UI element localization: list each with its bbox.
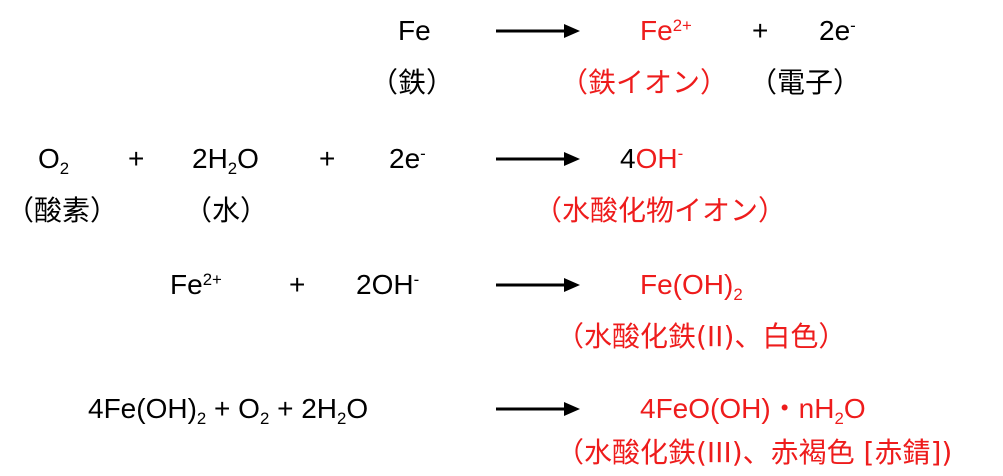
eq3-product-label: （水酸化鉄(II)、白色） xyxy=(556,320,847,353)
eq2-plus1: + xyxy=(128,143,145,174)
eq3-hydroxide: 2OH- xyxy=(356,269,420,300)
eq3-arrow-icon xyxy=(496,278,580,292)
eq1-reactant: Fe xyxy=(398,15,431,46)
eq2-product-label: （水酸化物イオン） xyxy=(534,194,787,227)
eq2-water: 2H2O xyxy=(192,143,259,178)
eq2-oxygen-label: （酸素） xyxy=(6,194,119,227)
eq3-plus: + xyxy=(289,269,306,300)
eq3-iron-ion: Fe2+ xyxy=(170,269,222,300)
eq2-arrow-icon xyxy=(496,152,580,166)
eq4-reactants: 4Fe(OH)2 + O2 + 2H2O xyxy=(88,393,369,428)
eq1-reactant-label: （鉄） xyxy=(370,66,455,99)
eq4-product-iron-iii-oxyhydroxide: 4FeO(OH)・nH2O xyxy=(640,393,866,428)
eq4-product-label: （水酸化鉄(III)、赤褐色 [赤錆]) xyxy=(556,436,953,469)
eq3-product-iron-ii-hydroxide: Fe(OH)2 xyxy=(640,269,743,304)
eq1-product2-label: （電子） xyxy=(749,66,862,99)
eq1-product1-label: （鉄イオン） xyxy=(560,66,729,99)
eq1-plus: + xyxy=(752,15,769,46)
eq1-product-iron-ion: Fe2+ xyxy=(640,15,692,46)
eq2-plus2: + xyxy=(319,143,336,174)
eq1-product-electron: 2e- xyxy=(819,15,856,46)
eq2-water-label: （水） xyxy=(184,194,269,227)
eq1-arrow-icon xyxy=(496,24,580,38)
eq2-electron: 2e- xyxy=(389,143,426,174)
eq2-oxygen: O2 xyxy=(38,143,70,178)
eq4-arrow-icon xyxy=(496,402,580,416)
eq2-product-hydroxide: 4OH- xyxy=(620,143,684,174)
